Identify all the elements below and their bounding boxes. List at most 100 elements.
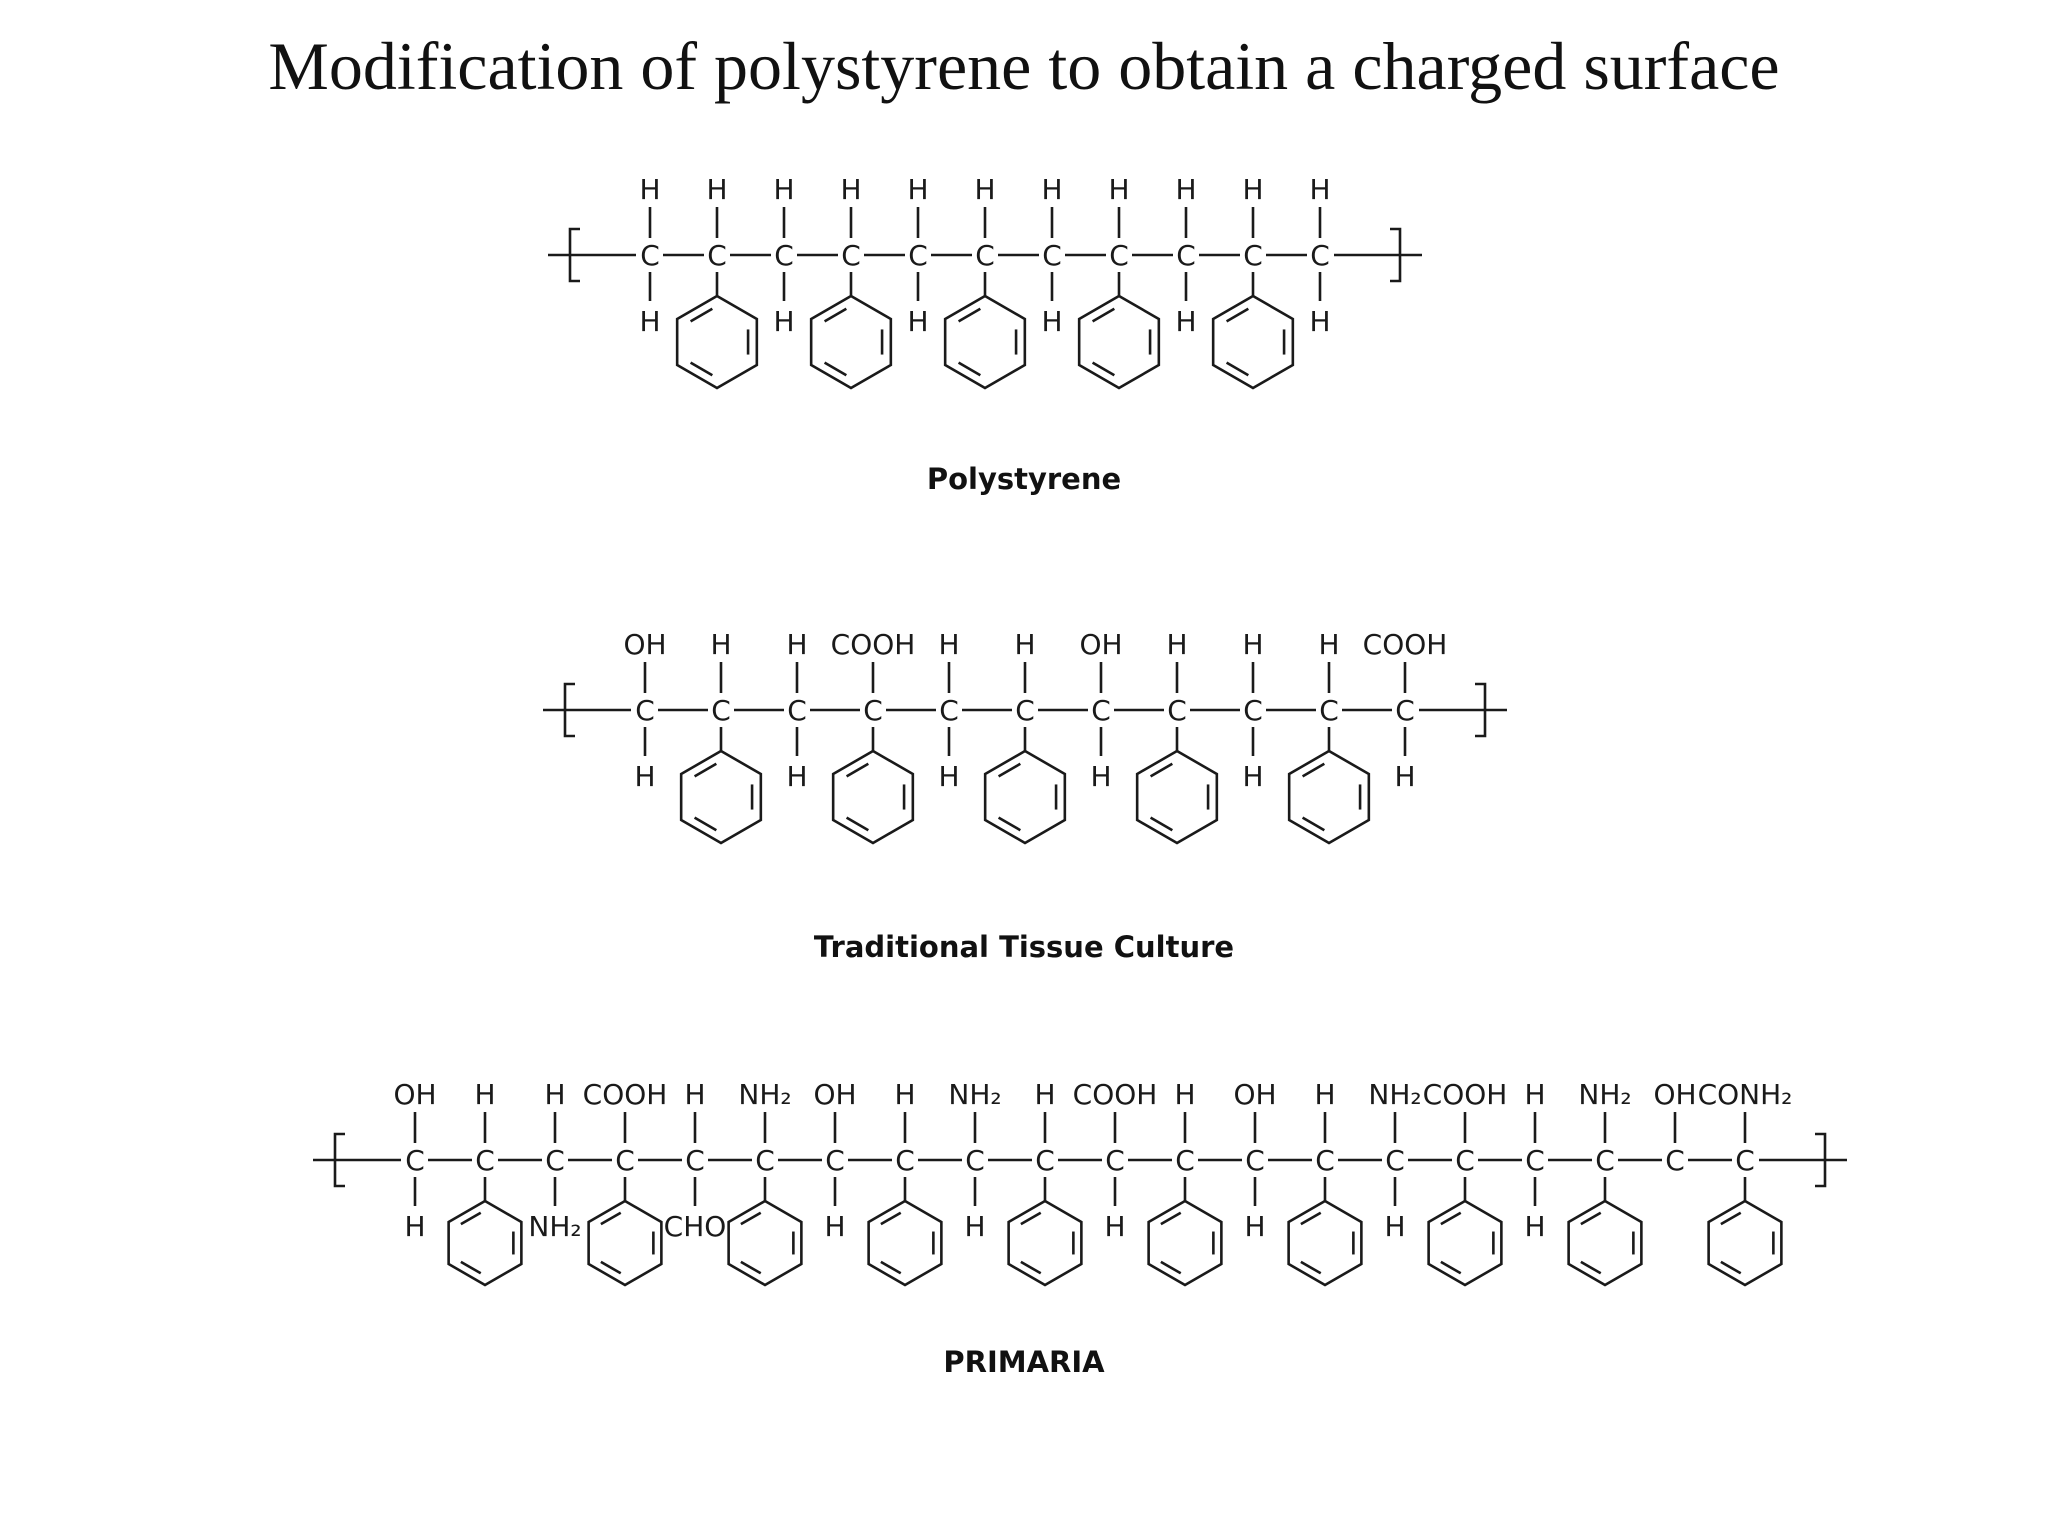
benzene-ring: [943, 294, 1027, 390]
top-substituent: H: [1175, 173, 1196, 206]
benzene-ring: [675, 294, 759, 390]
benzene-ring: [1077, 294, 1161, 390]
carbon-atom: C: [939, 694, 959, 727]
ring-double-bond: [1580, 1211, 1602, 1226]
bottom-substituent: H: [786, 760, 807, 793]
ring-double-bond: [1091, 361, 1115, 377]
carbon-atom: C: [825, 1144, 845, 1177]
ring-double-bond: [1020, 1211, 1042, 1226]
ring-double-bond: [1301, 816, 1325, 832]
benzene-ring: [1135, 749, 1219, 845]
ring-double-bond: [1160, 1211, 1182, 1226]
ring-double-bond: [1149, 816, 1173, 832]
carbon-atom: C: [711, 694, 731, 727]
top-substituent: H: [1309, 173, 1330, 206]
top-substituent: OH: [1653, 1078, 1696, 1111]
carbon-atom: C: [1319, 694, 1339, 727]
top-substituent: H: [1174, 1078, 1195, 1111]
bottom-substituent: H: [1244, 1210, 1265, 1243]
bracket-left: [333, 1132, 345, 1188]
ring-double-bond: [1300, 1260, 1322, 1275]
ring-double-bond: [1160, 1260, 1182, 1275]
benzene-ring: [867, 1199, 943, 1287]
top-substituent: H: [1166, 628, 1187, 661]
bottom-substituent: H: [1524, 1210, 1545, 1243]
carbon-atom: C: [863, 694, 883, 727]
primaria-caption: PRIMARIA: [943, 1345, 1105, 1379]
carbon-atom: C: [685, 1144, 705, 1177]
ring-double-bond: [1149, 762, 1173, 778]
bracket-left: [568, 227, 580, 283]
carbon-atom: C: [1176, 239, 1196, 272]
top-substituent: H: [1242, 628, 1263, 661]
benzene-ring: [447, 1199, 523, 1287]
carbon-atom: C: [1245, 1144, 1265, 1177]
ring-double-bond: [957, 361, 981, 377]
benzene-ring: [1427, 1199, 1503, 1287]
bottom-substituent: H: [1090, 760, 1111, 793]
top-substituent: H: [1034, 1078, 1055, 1111]
benzene-ring: [1007, 1199, 1083, 1287]
carbon-atom: C: [707, 239, 727, 272]
top-substituent: H: [710, 628, 731, 661]
ring-double-bond: [1580, 1260, 1602, 1275]
carbon-atom: C: [1310, 239, 1330, 272]
top-substituent: OH: [623, 628, 666, 661]
ring-double-bond: [693, 762, 717, 778]
top-substituent: OH: [1079, 628, 1122, 661]
bracket-right: [1815, 1132, 1827, 1188]
bottom-substituent: H: [964, 1210, 985, 1243]
tissue-culture-caption: Traditional Tissue Culture: [813, 930, 1235, 964]
bottom-substituent: H: [1041, 305, 1062, 338]
top-substituent: NH₂: [948, 1078, 1001, 1111]
benzene-ring: [1211, 294, 1295, 390]
ring-double-bond: [740, 1260, 762, 1275]
benzene-ring: [831, 749, 915, 845]
top-substituent: NH₂: [1578, 1078, 1631, 1111]
ring-double-bond: [740, 1211, 762, 1226]
ring-double-bond: [1091, 307, 1115, 323]
bottom-substituent: H: [1175, 305, 1196, 338]
bottom-substituent: H: [1104, 1210, 1125, 1243]
slide-title: Modification of polystyrene to obtain a …: [268, 28, 1780, 104]
carbon-atom: C: [908, 239, 928, 272]
ring-double-bond: [997, 762, 1021, 778]
top-substituent: H: [706, 173, 727, 206]
bottom-substituent: CHO: [664, 1210, 727, 1243]
ring-double-bond: [957, 307, 981, 323]
ring-double-bond: [693, 816, 717, 832]
ring-double-bond: [1300, 1211, 1322, 1226]
ring-double-bond: [689, 307, 713, 323]
carbon-atom: C: [405, 1144, 425, 1177]
carbon-atom: C: [1595, 1144, 1615, 1177]
ring-double-bond: [845, 816, 869, 832]
carbon-atom: C: [1035, 1144, 1055, 1177]
top-substituent: OH: [1233, 1078, 1276, 1111]
top-substituent: NH₂: [738, 1078, 791, 1111]
top-substituent: OH: [393, 1078, 436, 1111]
top-substituent: COOH: [831, 628, 916, 661]
ring-double-bond: [460, 1211, 482, 1226]
ring-double-bond: [460, 1260, 482, 1275]
benzene-ring: [679, 749, 763, 845]
top-substituent: H: [773, 173, 794, 206]
carbon-atom: C: [1455, 1144, 1475, 1177]
top-substituent: H: [1242, 173, 1263, 206]
top-substituent: COOH: [1073, 1078, 1158, 1111]
top-substituent: H: [907, 173, 928, 206]
benzene-ring: [1707, 1199, 1783, 1287]
top-substituent: H: [840, 173, 861, 206]
bracket-right: [1475, 682, 1487, 738]
bottom-substituent: H: [1309, 305, 1330, 338]
bottom-substituent: H: [1394, 760, 1415, 793]
carbon-atom: C: [895, 1144, 915, 1177]
primaria-diagram: COHHCHCHNH₂CCOOHCHCHOCNH₂COHHCHCNH₂HCHCC…: [313, 1078, 1847, 1287]
bottom-substituent: H: [824, 1210, 845, 1243]
carbon-atom: C: [545, 1144, 565, 1177]
top-substituent: H: [894, 1078, 915, 1111]
carbon-atom: C: [1175, 1144, 1195, 1177]
ring-double-bond: [1020, 1260, 1042, 1275]
